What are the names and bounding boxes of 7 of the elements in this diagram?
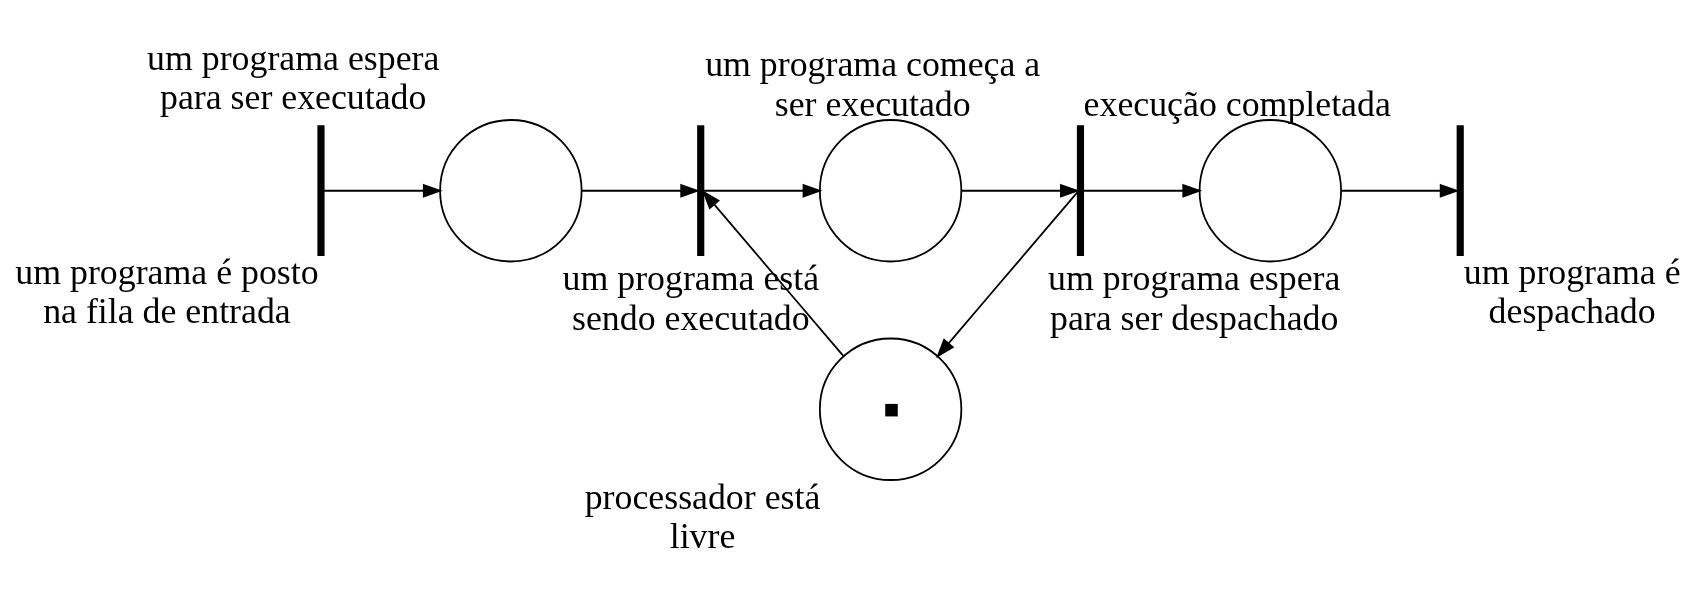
node-label: execução completada — [1083, 83, 1391, 124]
node-label: um programa começa a ser executado — [705, 44, 1041, 124]
node-label: processador está livre — [584, 476, 821, 557]
node-label: um programa é despachado — [1463, 251, 1681, 332]
node-label: um programa espera para ser executado — [147, 37, 440, 118]
node-label: um programa é posto na fila de entrada — [15, 251, 319, 332]
node-label: um programa espera para ser despachado — [1048, 258, 1341, 338]
